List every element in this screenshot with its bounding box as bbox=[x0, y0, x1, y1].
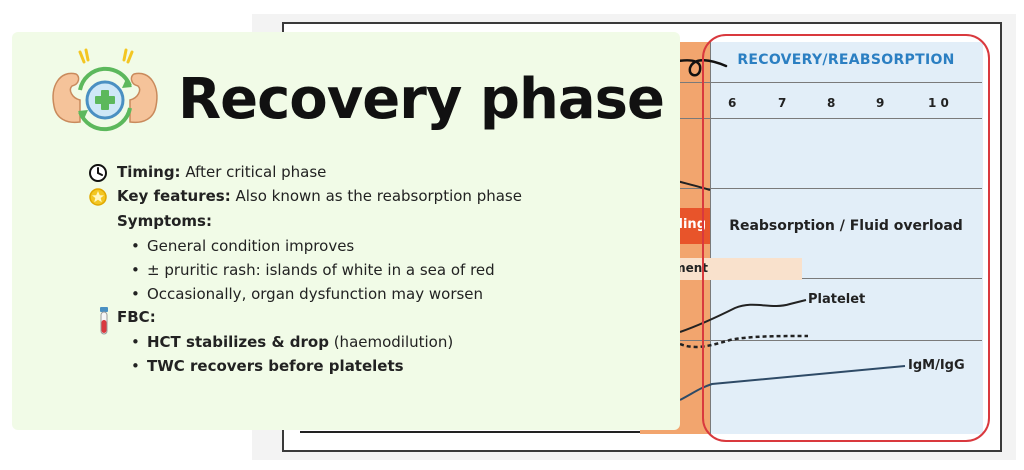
key-features-row: Key features: Also known as the reabsorp… bbox=[117, 187, 522, 205]
day-label: 9 bbox=[876, 96, 885, 110]
chart-divider bbox=[640, 118, 982, 119]
chart-divider bbox=[640, 340, 982, 341]
recovery-phase-column bbox=[710, 42, 983, 434]
list-item: ± pruritic rash: islands of white in a s… bbox=[131, 261, 495, 279]
day-label: 7 bbox=[778, 96, 787, 110]
platelet-curve bbox=[679, 299, 807, 333]
chart-divider bbox=[640, 188, 982, 189]
flexing-arms-medical-icon bbox=[52, 48, 158, 132]
management-box: ment bbox=[640, 258, 802, 280]
chart-divider bbox=[640, 82, 982, 83]
list-item: Occasionally, organ dysfunction may wors… bbox=[131, 285, 483, 303]
igm-igg-label: IgM/IgG bbox=[908, 358, 965, 373]
recovery-phase-card: Recovery phase Timing: After critical ph… bbox=[12, 32, 680, 430]
recovery-highlight-outline bbox=[702, 34, 990, 442]
day-label: 8 bbox=[827, 96, 836, 110]
igm-igg-curve bbox=[679, 365, 906, 401]
page-title: Recovery phase bbox=[178, 67, 665, 132]
recovery-column-title: RECOVERY/REABSORPTION bbox=[737, 52, 955, 68]
test-tube-icon bbox=[100, 307, 108, 335]
day-label: 6 bbox=[728, 96, 737, 110]
star-badge-icon bbox=[89, 188, 107, 206]
day-label: 1 0 bbox=[928, 96, 949, 110]
symptoms-heading: Symptoms: bbox=[117, 212, 212, 230]
platelet-label: Platelet bbox=[808, 292, 866, 307]
list-item: TWC recovers before platelets bbox=[131, 357, 404, 375]
chart-divider bbox=[640, 278, 982, 279]
clock-icon bbox=[89, 164, 107, 182]
timing-row: Timing: After critical phase bbox=[117, 163, 326, 181]
reabsorption-label: Reabsorption / Fluid overload bbox=[729, 218, 963, 234]
timing-label: Timing: bbox=[117, 163, 181, 181]
fbc-heading: FBC: bbox=[117, 308, 156, 326]
key-features-value: Also known as the reabsorption phase bbox=[235, 187, 522, 205]
timing-value: After critical phase bbox=[185, 163, 327, 181]
list-item: HCT stabilizes & drop (haemodilution) bbox=[131, 333, 453, 351]
list-item: General condition improves bbox=[131, 237, 354, 255]
hct-curve bbox=[679, 334, 809, 349]
key-features-label: Key features: bbox=[117, 187, 231, 205]
